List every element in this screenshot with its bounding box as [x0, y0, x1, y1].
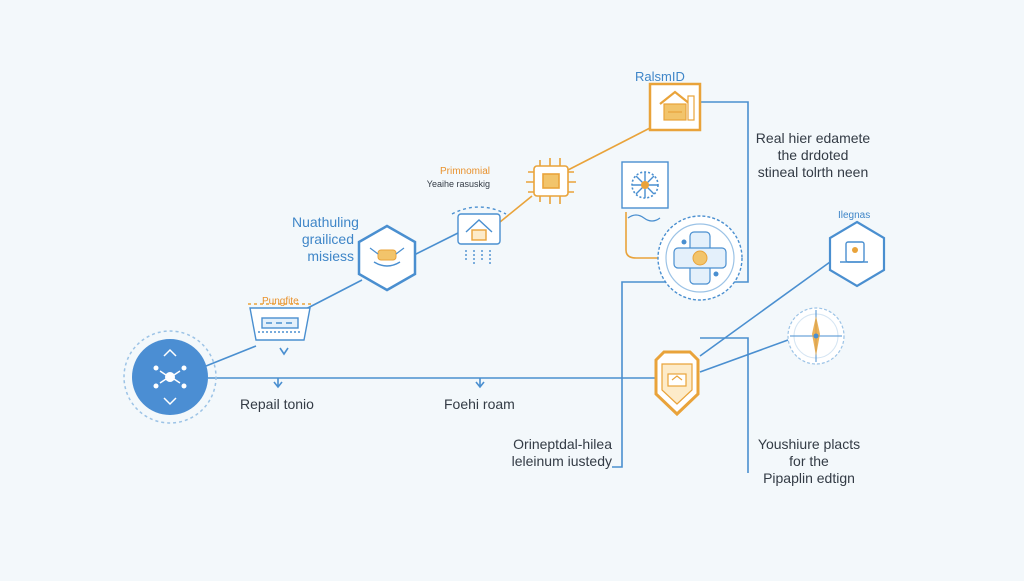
- connector-shield-bracket: [700, 337, 749, 473]
- connector-pipeline-to-hex: [299, 279, 363, 313]
- home-square-icon: [648, 82, 702, 132]
- connector-house-to-chip: [499, 195, 533, 223]
- label-orineptdal: Orineptdal-hilea leleinum iustedy: [511, 436, 612, 469]
- circuit-circle-icon: [657, 215, 743, 301]
- chip-icon: [526, 158, 576, 204]
- connector-chip-to-home: [567, 127, 651, 171]
- pipeline-box-icon: [248, 303, 312, 341]
- label-yeaihe: Yeaihe rasuskig: [426, 179, 490, 189]
- label-primnonal: Primnomial: [439, 166, 490, 177]
- label-real-hier: Real hier edamete the drdoted stineal to…: [755, 130, 871, 180]
- label-youshiure: Youshiure placts for the Pipaplin edtign: [757, 436, 861, 486]
- connector-hex-to-house: [411, 232, 459, 257]
- connectors: [205, 101, 831, 473]
- network-hub-icon: [123, 330, 217, 424]
- arrow-down-mid: [475, 378, 485, 389]
- hexagon-hand-icon: [357, 224, 417, 292]
- connector-hub-to-pipeline: [205, 345, 257, 367]
- snowflake-icon: [621, 161, 669, 222]
- compass-icon: [787, 307, 845, 365]
- shield-icon: [654, 350, 700, 417]
- arrow-down-left: [273, 378, 283, 389]
- label-foehi-roam: Foehi roam: [444, 396, 515, 412]
- hexagon-user-icon: [828, 220, 886, 288]
- label-iegnas: Ilegnas: [838, 210, 871, 221]
- connector-snowflake-to-circuit: [625, 212, 660, 259]
- label-nuthuling: Nuathuling grailiced misiess: [292, 214, 359, 264]
- connector-shield-to-hex-right: [699, 261, 831, 357]
- label-pungfte: Pungfite: [262, 296, 299, 307]
- arrow-down-pipeline: [279, 347, 289, 356]
- label-repair-tonio: Repail tonio: [240, 396, 314, 412]
- house-box-icon: [451, 206, 507, 266]
- label-ralsmid: RalsmID: [635, 69, 685, 84]
- connector-shield-to-compass: [699, 339, 789, 373]
